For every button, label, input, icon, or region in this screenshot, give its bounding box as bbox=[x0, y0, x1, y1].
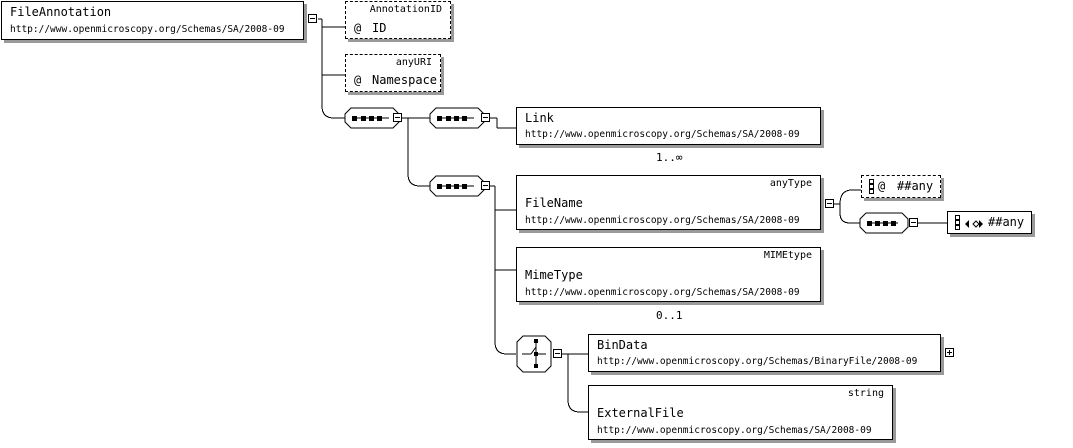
element-mime-type[interactable]: MIMEtype MimeType http://www.openmicrosc… bbox=[516, 247, 821, 302]
element-namespace: http://www.openmicroscopy.org/Schemas/SA… bbox=[597, 425, 872, 436]
attribute-name: ID bbox=[372, 21, 387, 35]
minus-box-icon[interactable] bbox=[825, 199, 834, 208]
attribute-type: AnnotationID bbox=[369, 4, 442, 15]
element-link[interactable]: Link http://www.openmicroscopy.org/Schem… bbox=[516, 107, 821, 145]
element-name: ExternalFile bbox=[597, 406, 684, 420]
minus-box-icon[interactable] bbox=[909, 218, 918, 227]
element-type: string bbox=[847, 388, 884, 399]
attribute-name: Namespace bbox=[372, 73, 438, 87]
minus-box-icon[interactable] bbox=[308, 14, 317, 23]
element-name: BinData bbox=[597, 338, 648, 352]
any-attribute-wildcard[interactable]: @ ##any bbox=[861, 175, 941, 198]
wildcard-label: ##any bbox=[988, 215, 1025, 229]
element-bin-data[interactable]: BinData http://www.openmicroscopy.org/Sc… bbox=[588, 334, 941, 372]
element-name: MimeType bbox=[525, 268, 583, 282]
element-external-file[interactable]: string ExternalFile http://www.openmicro… bbox=[588, 385, 893, 440]
wildcard-icon bbox=[869, 179, 874, 194]
attribute-id[interactable]: AnnotationID @ ID bbox=[345, 1, 451, 39]
sequence-compositor-icon[interactable] bbox=[429, 175, 485, 197]
element-file-name[interactable]: anyType FileName http://www.openmicrosco… bbox=[516, 175, 821, 230]
minus-box-icon[interactable] bbox=[481, 181, 490, 190]
element-namespace: http://www.openmicroscopy.org/Schemas/SA… bbox=[525, 129, 800, 140]
attribute-type: anyURI bbox=[395, 57, 432, 68]
minus-box-icon[interactable] bbox=[481, 113, 490, 122]
element-type: MIMEtype bbox=[763, 250, 812, 261]
any-element-wildcard[interactable]: ##any bbox=[947, 211, 1032, 234]
root-element-file-annotation[interactable]: FileAnnotation http://www.openmicroscopy… bbox=[1, 1, 304, 40]
element-namespace: http://www.openmicroscopy.org/Schemas/Bi… bbox=[597, 356, 918, 367]
element-namespace: http://www.openmicroscopy.org/Schemas/SA… bbox=[525, 287, 800, 298]
minus-box-icon[interactable] bbox=[553, 349, 562, 358]
sequence-compositor-icon[interactable] bbox=[429, 107, 485, 129]
sequence-compositor-icon[interactable] bbox=[344, 107, 400, 129]
attribute-namespace[interactable]: anyURI @ Namespace bbox=[345, 54, 441, 92]
attribute-marker-icon: @ bbox=[354, 73, 362, 87]
element-name: FileName bbox=[525, 196, 583, 210]
plus-box-icon[interactable] bbox=[945, 348, 954, 357]
element-namespace: http://www.openmicroscopy.org/Schemas/SA… bbox=[525, 215, 800, 226]
sequence-compositor-icon[interactable] bbox=[859, 212, 909, 234]
wildcard-icon bbox=[955, 215, 960, 230]
wildcard-label: ##any bbox=[897, 179, 934, 193]
attribute-marker-icon: @ bbox=[354, 21, 362, 35]
minus-box-icon[interactable] bbox=[393, 113, 402, 122]
element-diamond-icon bbox=[965, 220, 983, 228]
element-name: FileAnnotation bbox=[10, 5, 112, 19]
link-multiplicity: 1..∞ bbox=[656, 151, 683, 164]
element-namespace: http://www.openmicroscopy.org/Schemas/SA… bbox=[10, 24, 285, 35]
element-type: anyType bbox=[769, 178, 812, 189]
wildcard-marker-icon: @ bbox=[878, 179, 886, 193]
mime-type-multiplicity: 0..1 bbox=[656, 309, 683, 322]
choice-compositor-icon[interactable] bbox=[516, 335, 552, 373]
element-name: Link bbox=[525, 111, 554, 125]
